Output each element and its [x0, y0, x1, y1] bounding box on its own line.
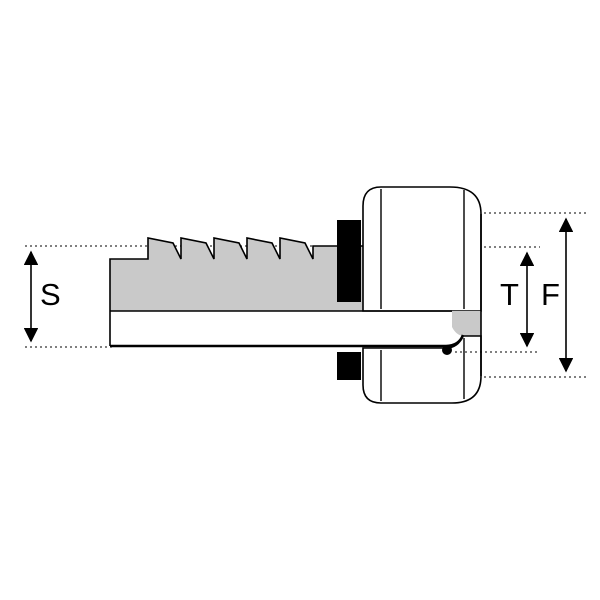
dimension-label-t: T [500, 277, 519, 312]
dimension-label-f: F [541, 277, 560, 312]
dimension-label-s: S [40, 277, 61, 312]
seal-collar-top [337, 220, 361, 302]
hose-stem-body [110, 238, 363, 346]
bore-channel [111, 312, 452, 345]
seal-collar-bottom [337, 352, 361, 380]
hex-nut-section [362, 335, 482, 404]
hex-nut-top [362, 186, 482, 312]
hex-nut-shoulder [452, 311, 481, 336]
o-ring-dot [442, 345, 452, 355]
stem-serration-outline [109, 237, 363, 346]
